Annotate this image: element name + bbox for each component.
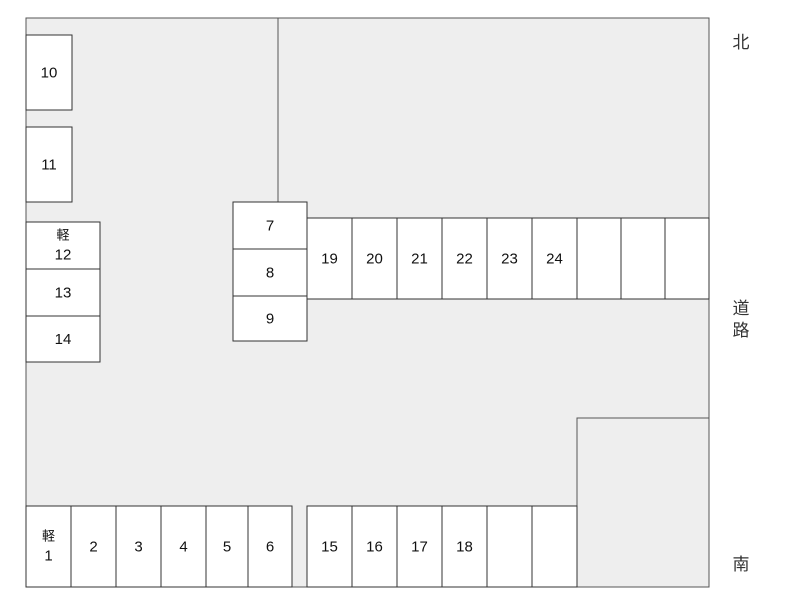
parking-slot-number: 8 bbox=[266, 265, 274, 282]
parking-slot-box bbox=[247, 505, 293, 588]
road-label-char-1: 道 bbox=[733, 299, 750, 319]
parking-slot-box bbox=[25, 505, 72, 588]
parking-slot-14: 14 bbox=[25, 315, 101, 363]
parking-slot-9: 9 bbox=[232, 295, 308, 342]
parking-slot-19: 19 bbox=[306, 217, 353, 300]
parking-slot-bottom-blank-2 bbox=[531, 505, 578, 588]
parking-slot-box bbox=[531, 505, 578, 588]
parking-slot-number: 5 bbox=[223, 539, 231, 556]
parking-slot-number: 21 bbox=[411, 251, 428, 268]
parking-slot-number: 10 bbox=[41, 65, 58, 82]
parking-slot-number: 14 bbox=[55, 331, 72, 348]
parking-slot-box bbox=[620, 217, 666, 300]
parking-slot-3: 3 bbox=[115, 505, 162, 588]
parking-slot-number: 23 bbox=[501, 251, 518, 268]
parking-slot-box bbox=[441, 217, 488, 300]
parking-slot-7: 7 bbox=[232, 201, 308, 250]
parking-slot-number: 3 bbox=[134, 539, 142, 556]
parking-slot-box bbox=[486, 505, 533, 588]
road-label-char-2: 路 bbox=[733, 321, 750, 341]
parking-slot-15: 15 bbox=[306, 505, 353, 588]
parking-slot-number: 17 bbox=[411, 539, 428, 556]
parking-slot-number: 13 bbox=[55, 285, 72, 302]
parking-slot-number: 16 bbox=[366, 539, 383, 556]
parking-slot-number: 15 bbox=[321, 539, 338, 556]
parking-slot-box bbox=[576, 217, 622, 300]
parking-slot-10: 10 bbox=[25, 34, 73, 111]
parking-slot-17: 17 bbox=[396, 505, 443, 588]
parking-slot-11: 11 bbox=[25, 126, 73, 203]
parking-slot-box bbox=[664, 217, 710, 300]
parking-slot-2: 2 bbox=[70, 505, 117, 588]
parking-slot-4: 4 bbox=[160, 505, 207, 588]
parking-slot-number: 1 bbox=[44, 548, 52, 565]
parking-slot-number: 22 bbox=[456, 251, 473, 268]
parking-slot-22: 22 bbox=[441, 217, 488, 300]
parking-slot-number: 4 bbox=[179, 539, 187, 556]
parking-slot-21: 21 bbox=[396, 217, 443, 300]
kei-car-label: 軽 bbox=[42, 529, 55, 544]
parking-slot-20: 20 bbox=[351, 217, 398, 300]
parking-slot-box bbox=[306, 217, 353, 300]
parking-slot-box bbox=[25, 221, 101, 270]
parking-slot-number: 20 bbox=[366, 251, 383, 268]
adjacent-building-block bbox=[576, 417, 710, 588]
parking-slot-5: 5 bbox=[205, 505, 249, 588]
parking-slot-number: 19 bbox=[321, 251, 338, 268]
parking-slot-1: 軽1 bbox=[25, 505, 72, 588]
parking-slot-number: 6 bbox=[266, 539, 274, 556]
parking-slot-row-right-3 bbox=[664, 217, 710, 300]
parking-slot-number: 11 bbox=[41, 157, 57, 174]
parking-slot-row-right-2 bbox=[620, 217, 666, 300]
parking-slot-box bbox=[115, 505, 162, 588]
parking-slot-box bbox=[531, 217, 578, 300]
parking-slot-box bbox=[351, 505, 398, 588]
parking-slot-12: 軽 12 bbox=[25, 221, 101, 270]
compass-north-label: 北 bbox=[733, 33, 750, 53]
parking-slot-box bbox=[25, 268, 101, 317]
parking-slot-row-right-1 bbox=[576, 217, 622, 300]
parking-slot-6: 6 bbox=[247, 505, 293, 588]
parking-slot-number: 7 bbox=[266, 218, 274, 235]
compass-south-label: 南 bbox=[733, 555, 750, 575]
parking-slot-23: 23 bbox=[486, 217, 533, 300]
parking-slot-number: 12 bbox=[55, 247, 72, 264]
parking-slot-number: 9 bbox=[266, 311, 274, 328]
parking-slot-box bbox=[160, 505, 207, 588]
parking-slot-13: 13 bbox=[25, 268, 101, 317]
parking-slot-box bbox=[232, 248, 308, 297]
parking-slot-8: 8 bbox=[232, 248, 308, 297]
parking-slot-box bbox=[205, 505, 249, 588]
parking-slot-box bbox=[70, 505, 117, 588]
parking-slot-18: 18 bbox=[441, 505, 488, 588]
parking-slot-box bbox=[351, 217, 398, 300]
parking-slot-box bbox=[25, 315, 101, 363]
parking-slot-number: 2 bbox=[89, 539, 97, 556]
parking-slot-16: 16 bbox=[351, 505, 398, 588]
parking-slot-box bbox=[232, 295, 308, 342]
parking-slot-24: 24 bbox=[531, 217, 578, 300]
kei-car-label: 軽 bbox=[56, 228, 69, 243]
parking-slot-bottom-blank-1 bbox=[486, 505, 533, 588]
parking-slot-number: 24 bbox=[546, 251, 563, 268]
parking-slot-box bbox=[25, 126, 73, 203]
parking-slot-number: 18 bbox=[456, 539, 473, 556]
parking-slot-box bbox=[25, 34, 73, 111]
